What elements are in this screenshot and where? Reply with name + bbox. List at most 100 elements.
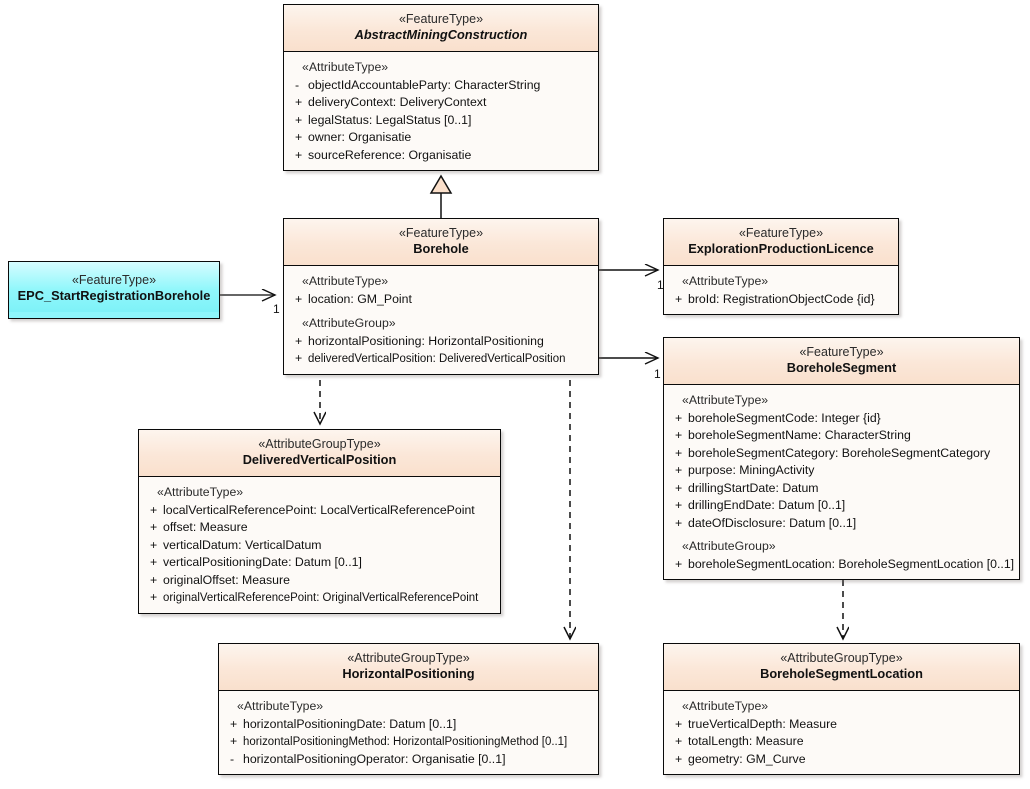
visibility-marker: - (295, 77, 300, 92)
class-name: EPC_StartRegistrationBorehole (17, 288, 211, 303)
class-stereotype: «FeatureType» (738, 226, 824, 240)
class-deliveredverticalposition[interactable]: «AttributeGroupType» DeliveredVerticalPo… (138, 429, 501, 614)
visibility-marker: + (150, 590, 158, 604)
attribute-text: originalVerticalReferencePoint: Original… (163, 590, 479, 604)
class-attributes: «AttributeType» +location: GM_Point «Att… (284, 266, 598, 374)
attribute-text: owner: Organisatie (308, 130, 412, 144)
attribute-group-label: «AttributeGroup» (682, 539, 776, 553)
visibility-marker: + (150, 537, 158, 552)
visibility-marker: + (295, 147, 303, 162)
attribute-group-label: «AttributeType» (302, 60, 389, 74)
visibility-marker: + (150, 555, 158, 569)
attribute-row: +originalOffset: Measure (143, 572, 496, 590)
attribute-text: verticalDatum: VerticalDatum (163, 537, 322, 552)
attribute-row: -objectIdAccountableParty: CharacterStri… (288, 77, 594, 95)
attribute-row: + offset: Measure (143, 519, 496, 537)
attribute-text: boreholeSegmentCode: Integer {id} (688, 410, 881, 425)
attribute-row: + trueVerticalDepth: Measure (668, 716, 1015, 734)
visibility-marker: + (675, 716, 683, 731)
connector-generalization-borehole-abstract (429, 174, 453, 218)
attribute-group-label: «AttributeGroup» (302, 316, 396, 330)
attribute-row: +location: GM_Point (288, 291, 594, 309)
attribute-text: location: GM_Point (308, 291, 412, 306)
visibility-marker: + (150, 502, 158, 517)
attribute-row: + originalVerticalReferencePoint: Origina… (143, 589, 496, 607)
attribute-row: +boreholeSegmentCode: Integer {id} (668, 410, 1015, 428)
attribute-group-label: «AttributeType» (237, 699, 324, 713)
class-epc-startregistrationborehole[interactable]: «FeatureType» EPC_StartRegistrationBoreh… (8, 261, 220, 319)
attribute-text: broId: RegistrationObjectCode {id} (688, 291, 875, 306)
attribute-text: offset: Measure (163, 520, 248, 534)
attribute-text: drillingEndDate: Datum [0..1] (688, 498, 846, 512)
visibility-marker: + (675, 751, 683, 766)
class-name: AbstractMiningConstruction (354, 27, 528, 42)
attribute-group-label: «AttributeType» (302, 274, 389, 288)
class-header: «AttributeGroupType» BoreholeSegmentLoca… (664, 644, 1019, 691)
class-borehole[interactable]: «FeatureType» Borehole «AttributeType» +… (283, 218, 599, 375)
class-horizontalpositioning[interactable]: «AttributeGroupType» HorizontalPositioni… (218, 643, 599, 775)
attribute-row: +drillingEndDate: Datum [0..1] (668, 497, 1015, 515)
attribute-row: + localVerticalReferencePoint: LocalVerti… (143, 502, 496, 520)
attribute-text: boreholeSegmentLocation: BoreholeSegment… (688, 556, 1015, 571)
visibility-marker: + (295, 130, 303, 144)
visibility-marker: + (675, 445, 683, 460)
class-boreholesegmentlocation[interactable]: «AttributeGroupType» BoreholeSegmentLoca… (663, 643, 1020, 775)
class-attributes: «AttributeType» + trueVerticalDepth: Meas… (664, 691, 1019, 774)
class-name: DeliveredVerticalPosition (242, 452, 397, 467)
multiplicity-epc-borehole: 1 (273, 302, 280, 316)
class-header: «FeatureType» ExplorationProductionLicen… (664, 219, 898, 266)
visibility-marker: + (675, 734, 683, 748)
attribute-text: trueVerticalDepth: Measure (688, 716, 838, 731)
attribute-group-label: «AttributeType» (682, 274, 769, 288)
attribute-row: + boreholeSegmentName: CharacterString (668, 427, 1015, 445)
attribute-row: + drillingStartDate: Datum (668, 480, 1015, 498)
visibility-marker: + (675, 428, 683, 442)
class-abstractminingconstruction[interactable]: «FeatureType» AbstractMiningConstruction… (283, 4, 599, 171)
attribute-row: +horizontalPositioning: HorizontalPositi… (288, 333, 594, 351)
attribute-row: +totalLength: Measure (668, 733, 1015, 751)
class-stereotype: «FeatureType» (799, 345, 884, 359)
attribute-text: horizontalPositioningMethod: HorizontalP… (243, 734, 568, 748)
attribute-text: localVerticalReferencePoint: LocalVertic… (163, 502, 475, 517)
visibility-marker: + (675, 515, 683, 530)
attribute-row: -horizontalPositioningOperator: Organisa… (223, 751, 594, 769)
class-stereotype: «FeatureType» (71, 273, 157, 287)
attribute-text: dateOfDisclosure: Datum [0..1] (688, 515, 857, 530)
visibility-marker: + (675, 480, 683, 495)
attribute-text: verticalPositioningDate: Datum [0..1] (163, 555, 362, 569)
attribute-group-label: «AttributeType» (682, 699, 769, 713)
attribute-row: +geometry: GM_Curve (668, 751, 1015, 769)
attribute-row: +boreholeSegmentCategory: BoreholeSegmen… (668, 445, 1015, 463)
attribute-row: +purpose: MiningActivity (668, 462, 1015, 480)
attribute-row: + verticalDatum: VerticalDatum (143, 537, 496, 555)
class-name: ExplorationProductionLicence (688, 241, 874, 256)
attribute-row: +boreholeSegmentLocation: BoreholeSegmen… (668, 556, 1015, 574)
visibility-marker: + (150, 520, 158, 534)
class-stereotype: «FeatureType» (398, 226, 484, 240)
attribute-row: + legalStatus: LegalStatus [0..1] (288, 112, 594, 130)
visibility-marker: - (230, 751, 235, 766)
attribute-row: + owner: Organisatie (288, 129, 594, 147)
class-stereotype: «AttributeGroupType» (780, 651, 903, 665)
class-attributes: «AttributeType» -objectIdAccountablePart… (284, 52, 598, 170)
visibility-marker: + (295, 95, 303, 109)
attribute-text: boreholeSegmentName: CharacterString (688, 428, 911, 442)
visibility-marker: + (295, 112, 303, 127)
attribute-text: originalOffset: Measure (163, 572, 290, 587)
visibility-marker: + (675, 463, 683, 477)
attribute-row: + verticalPositioningDate: Datum [0..1] (143, 554, 496, 572)
multiplicity-borehole-segment: 1 (654, 367, 661, 381)
attribute-row: +horizontalPositioningMethod: Horizontal… (223, 733, 594, 751)
attribute-text: drillingStartDate: Datum (688, 480, 819, 495)
attribute-text: legalStatus: LegalStatus [0..1] (308, 112, 472, 127)
class-header: «FeatureType» Borehole (284, 219, 598, 266)
visibility-marker: + (230, 716, 238, 731)
class-boreholesegment[interactable]: «FeatureType» BoreholeSegment «Attribute… (663, 337, 1020, 580)
attribute-group-label: «AttributeType» (157, 485, 244, 499)
class-header: «FeatureType» AbstractMiningConstruction (284, 5, 598, 52)
class-attributes: «AttributeType» +broId: RegistrationObje… (664, 266, 898, 314)
class-name: BoreholeSegment (786, 360, 897, 375)
class-attributes: «AttributeType» +horizontalPositioningDa… (219, 691, 598, 774)
class-explorationproductionlicence[interactable]: «FeatureType» ExplorationProductionLicen… (663, 218, 899, 315)
